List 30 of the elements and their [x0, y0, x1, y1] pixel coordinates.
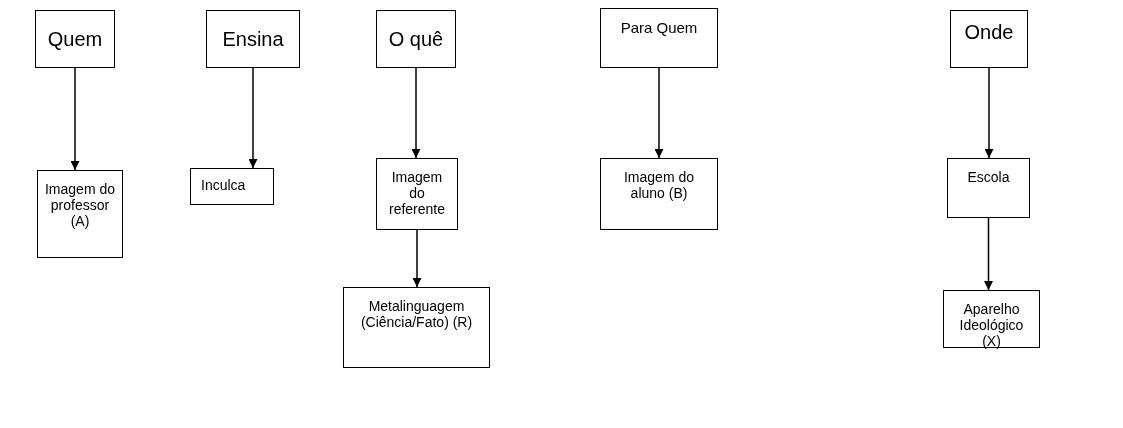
box-label: Imagem do referente [387, 169, 446, 217]
text-box [376, 158, 458, 230]
text-box [600, 158, 718, 230]
box-label: Imagem do aluno (B) [622, 169, 695, 201]
arrow [70, 67, 80, 171]
box-label: Ensina [222, 27, 284, 51]
arrow [984, 217, 993, 291]
text-box [600, 8, 718, 68]
text-box [190, 168, 274, 205]
text-box [376, 10, 456, 68]
box-label: Imagem do professor (A) [44, 181, 116, 229]
box-label: O quê [388, 27, 444, 51]
box-label: Metalinguagem (Ciência/Fato) (R) [359, 298, 474, 330]
box-label: Quem [47, 27, 103, 51]
box-label: Onde [963, 21, 1015, 44]
text-box [206, 10, 300, 68]
text-box [35, 10, 115, 68]
text-box [343, 287, 490, 368]
arrow [984, 67, 994, 159]
box-label: Inculca [201, 177, 247, 193]
text-box [37, 170, 123, 258]
text-box [943, 290, 1040, 348]
arrow [412, 229, 422, 288]
arrow [411, 67, 421, 159]
box-label: Escola [966, 169, 1011, 185]
text-box [950, 10, 1028, 68]
text-box [947, 158, 1030, 218]
arrow [654, 67, 664, 159]
arrow [248, 67, 258, 169]
box-label: Para Quem [619, 19, 699, 36]
